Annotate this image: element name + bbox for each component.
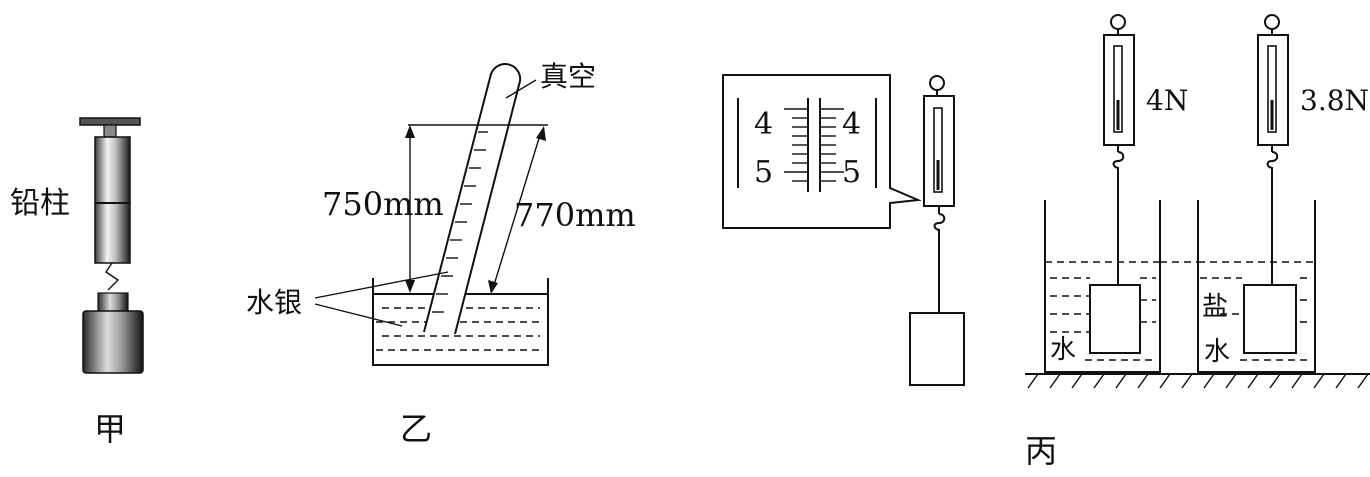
- top-plate: [79, 117, 141, 126]
- height-arrow-head-top: [405, 125, 415, 138]
- tube-mercury-dashes: [432, 131, 488, 313]
- liquid-salt-label-2: 水: [1204, 337, 1230, 367]
- mercury-trough: [372, 278, 549, 366]
- vacuum-label: 真空: [540, 60, 596, 93]
- spring-scale-water: [1089, 14, 1141, 354]
- height-arrow-head-bottom: [405, 280, 415, 293]
- liquid-salt-label-1: 盐: [1202, 292, 1228, 322]
- lower-lead-cylinder: [94, 202, 131, 264]
- mercury-leader-2: [314, 303, 403, 327]
- length-arrow-head-bottom: [488, 280, 498, 294]
- length-arrow-head-top: [536, 126, 546, 141]
- reading-salt-water: 3.8N: [1300, 84, 1369, 117]
- glass-tube: [423, 63, 522, 335]
- mercury-leader-1: [314, 271, 449, 299]
- caption-c: 丙: [1025, 432, 1057, 470]
- spring-scale-salt-water: [1243, 14, 1297, 354]
- scale-right-bottom: 5: [842, 155, 861, 190]
- weight-neck: [97, 292, 129, 312]
- reading-water: 4N: [1146, 84, 1188, 117]
- top-stem: [103, 124, 117, 138]
- scale-left-bottom: 5: [754, 155, 773, 190]
- beaker-salt-water: [1160, 200, 1316, 373]
- mercury-label: 水银: [246, 286, 302, 319]
- figure-b-torricelli: 真空 750mm 770mm 水银 乙: [246, 60, 636, 448]
- height-label: 750mm: [322, 185, 444, 223]
- figure-a-lead-cylinders: 铅柱 甲: [10, 117, 144, 448]
- figure-c-buoyancy: 4 5 4 5: [722, 14, 1370, 470]
- length-arrow: [493, 134, 541, 286]
- caption-b: 乙: [400, 410, 432, 448]
- scale-right-top: 4: [842, 107, 861, 142]
- hook-wire: [105, 262, 120, 291]
- hanging-weight: [82, 310, 144, 374]
- scale-ticks: [784, 108, 844, 182]
- ground-hatching: [1025, 373, 1370, 389]
- spring-scale-air: [909, 75, 965, 386]
- caption-a: 甲: [94, 410, 126, 448]
- scale-left-top: 4: [754, 107, 773, 142]
- upper-lead-cylinder: [94, 136, 131, 204]
- beaker-water: [1044, 200, 1161, 373]
- lead-label: 铅柱: [10, 186, 70, 221]
- length-label: 770mm: [514, 196, 636, 234]
- liquid-water-label: 水: [1050, 335, 1076, 365]
- vacuum-leader: [505, 79, 537, 99]
